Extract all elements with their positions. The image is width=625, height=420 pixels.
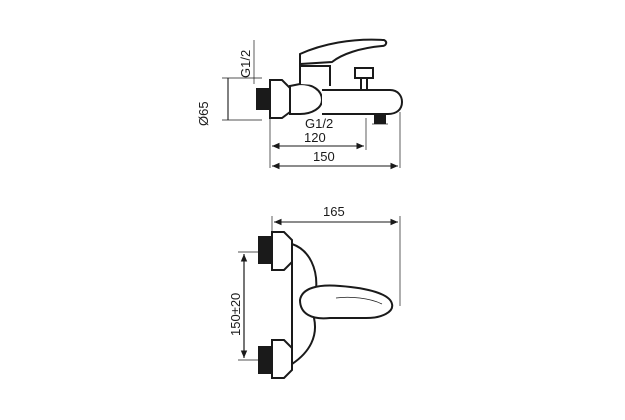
side-dimensions: Ø65 G1/2 G1/2 120 150 — [196, 40, 401, 170]
side-column — [299, 65, 331, 86]
front-lever — [298, 284, 394, 320]
side-diverter-knob — [354, 67, 374, 79]
outlet-thread-label: G1/2 — [305, 116, 333, 131]
side-shower-outlet — [374, 114, 386, 124]
front-dimensions: 165 150±20 — [228, 204, 401, 361]
side-lever — [299, 38, 388, 66]
front-view: 165 150±20 — [228, 204, 401, 379]
front-top-connector — [258, 236, 272, 264]
dim-120-label: 120 — [304, 130, 326, 145]
front-bottom-nut — [271, 339, 293, 379]
diameter-label: Ø65 — [196, 101, 211, 126]
side-view: Ø65 G1/2 G1/2 120 150 — [196, 38, 404, 170]
dim-150-label: 150 — [313, 149, 335, 164]
front-top-nut — [271, 231, 293, 271]
side-eccentric-nut — [269, 79, 291, 119]
dim-165-label: 165 — [323, 204, 345, 219]
dim-150-20-label: 150±20 — [228, 293, 243, 336]
wall-thread-label: G1/2 — [238, 50, 253, 78]
front-bottom-connector — [258, 346, 272, 374]
side-diverter-stem — [360, 77, 368, 91]
side-wall-connector — [256, 88, 270, 110]
side-spout — [322, 89, 404, 115]
side-body — [289, 82, 324, 115]
